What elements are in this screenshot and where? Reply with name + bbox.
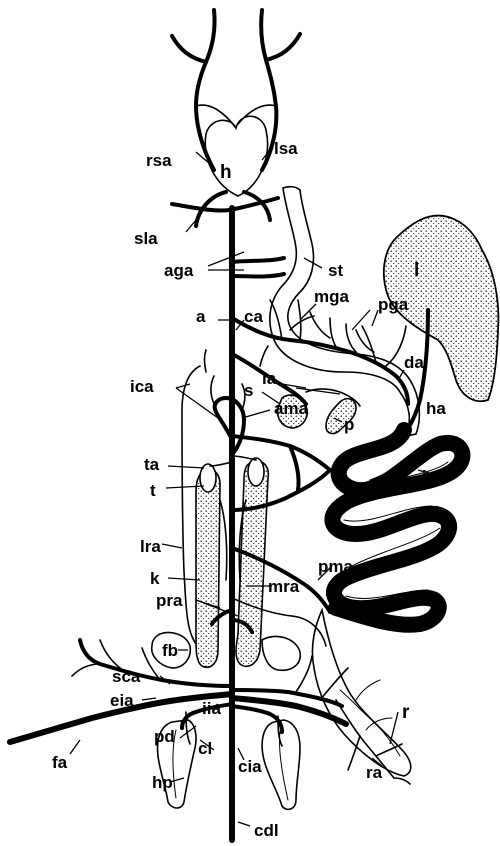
label-aga: aga <box>164 261 194 280</box>
label-cdl: cdl <box>254 821 279 840</box>
label-t: t <box>150 481 156 500</box>
label-sla: sla <box>134 229 158 248</box>
label-ta: ta <box>144 455 160 474</box>
label-ama: ama <box>274 399 309 418</box>
label-fa: fa <box>52 753 68 772</box>
label-ca: ca <box>244 307 263 326</box>
kidney-left <box>196 470 220 668</box>
label-rsa: rsa <box>146 151 172 170</box>
label-p: p <box>344 415 354 434</box>
label-pra: pra <box>156 591 183 610</box>
label-la: la <box>262 369 277 388</box>
testis-right <box>248 458 264 486</box>
label-k: k <box>150 569 160 588</box>
label-mga: mga <box>314 287 350 306</box>
label-r: r <box>402 702 410 723</box>
label-fb: fb <box>162 641 178 660</box>
label-h: h <box>220 162 232 183</box>
label-lsa: lsa <box>274 139 298 158</box>
label-pma: pma <box>318 557 354 576</box>
label-hp: hp <box>152 773 173 792</box>
label-da: da <box>404 353 424 372</box>
label-mra: mra <box>268 577 300 596</box>
label-lra: lra <box>140 537 161 556</box>
label-cia: cia <box>238 757 262 776</box>
label-sca: sca <box>112 667 141 686</box>
label-cl: cl <box>198 739 212 758</box>
label-ica: ica <box>130 377 154 396</box>
label-ra: ra <box>366 763 383 782</box>
label-i: i <box>422 467 427 486</box>
label-iia: iia <box>202 699 221 718</box>
label-pd: pd <box>154 727 175 746</box>
label-eia: eia <box>110 691 134 710</box>
fat-body-right <box>262 636 300 670</box>
label-a: a <box>196 307 206 326</box>
small-intestine <box>332 430 462 625</box>
kidney-right <box>236 461 268 666</box>
label-s: s <box>244 381 253 400</box>
label-pga: pga <box>378 295 409 314</box>
label-ha: ha <box>426 399 446 418</box>
label-l: l <box>414 260 419 281</box>
label-st: st <box>328 261 343 280</box>
